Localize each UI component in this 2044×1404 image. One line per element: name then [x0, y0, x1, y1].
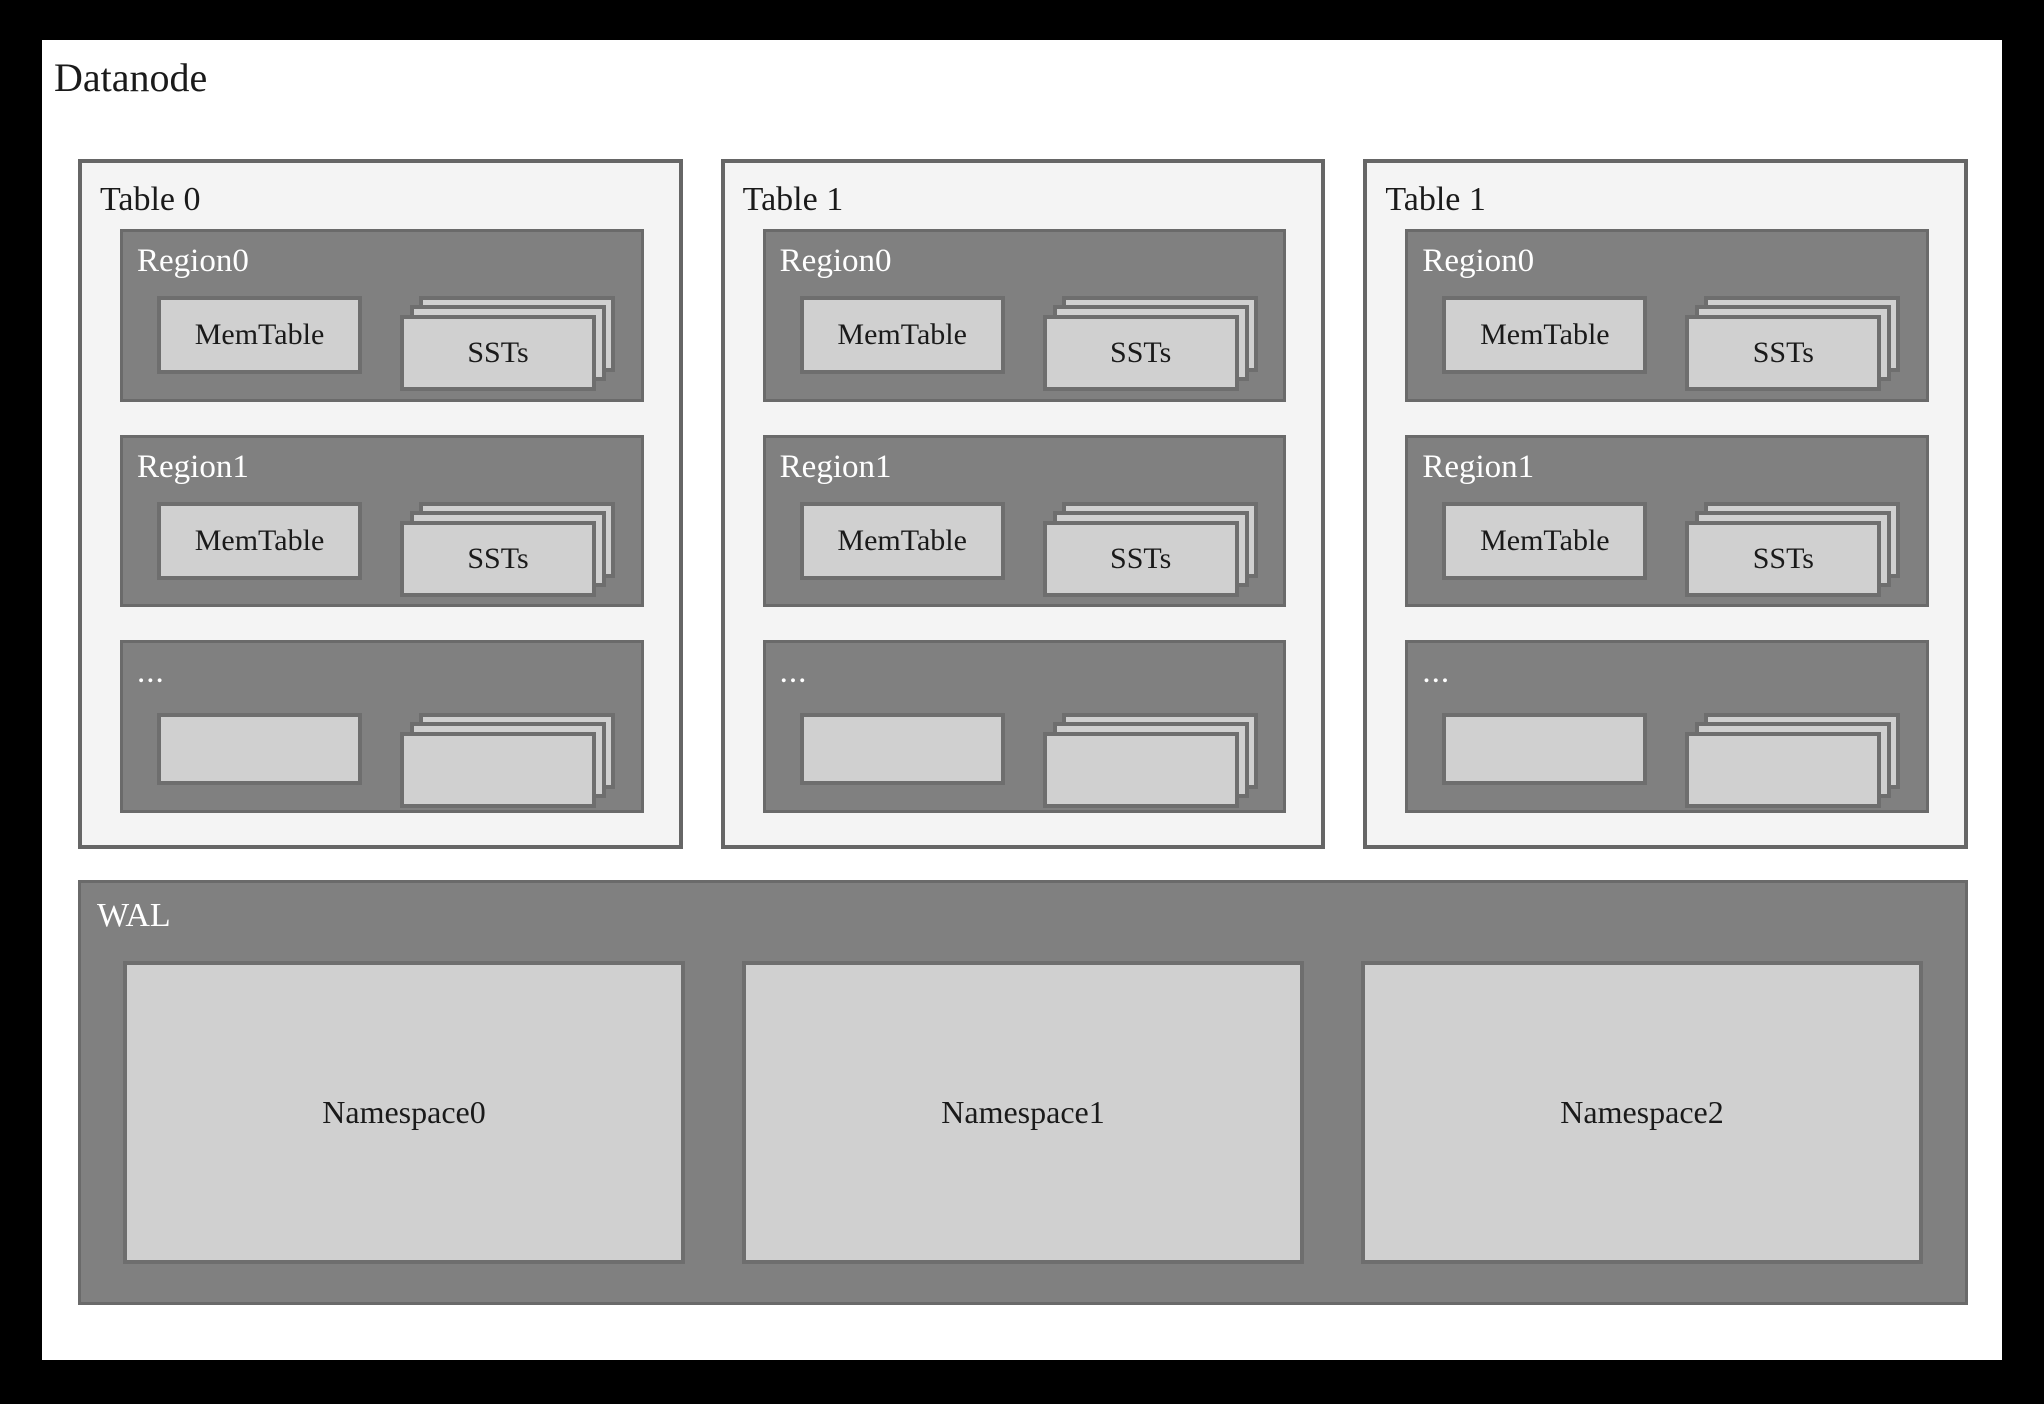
region-more-ellipsis: ...: [1422, 654, 1451, 691]
table-panel-2[interactable]: Table 1 Region0 MemTable SSTs Region1: [1363, 159, 1969, 849]
region-title: Region0: [137, 243, 249, 279]
region-title: Region0: [779, 243, 892, 279]
region-body: MemTable SSTs: [799, 501, 1262, 597]
table-title: Table 0: [100, 181, 201, 218]
memtable-box[interactable]: MemTable: [157, 501, 362, 580]
region-body: MemTable SSTs: [799, 296, 1262, 391]
memtable-box[interactable]: MemTable: [799, 501, 1005, 580]
ssts-sheet-front: SSTs: [1685, 520, 1882, 597]
region-body: [1442, 713, 1904, 809]
region-body: MemTable SSTs: [157, 501, 619, 597]
region-list: Region0 MemTable SSTs Region1 MemTable: [1405, 229, 1930, 814]
region-body: [157, 713, 619, 809]
datanode-title: Datanode: [54, 55, 208, 100]
ssts-stack[interactable]: SSTs: [1042, 296, 1258, 392]
ssts-stack[interactable]: SSTs: [1685, 296, 1901, 392]
region-list: Region0 MemTable SSTs Region1 MemTable: [762, 229, 1287, 814]
ssts-stack-placeholder[interactable]: [1042, 713, 1258, 809]
memtable-box-placeholder[interactable]: [799, 713, 1005, 786]
ssts-stack[interactable]: SSTs: [400, 296, 615, 392]
region-body: MemTable SSTs: [157, 296, 619, 391]
region-more-ellipsis: ...: [779, 654, 808, 691]
namespace-list: Namespace0 Namespace1 Namespace2: [123, 961, 1923, 1264]
datanode-diagram-canvas: Datanode Table 0 Region0 MemTable SSTs: [42, 40, 2002, 1360]
region-block-more[interactable]: ...: [120, 640, 644, 814]
ssts-sheet-front: SSTs: [400, 315, 596, 391]
region-block-0[interactable]: Region0 MemTable SSTs: [120, 229, 644, 402]
ssts-stack[interactable]: SSTs: [1042, 501, 1258, 598]
ssts-stack[interactable]: SSTs: [1685, 501, 1901, 598]
region-body: [799, 713, 1262, 809]
wal-block[interactable]: WAL Namespace0 Namespace1 Namespace2: [78, 880, 1968, 1305]
region-body: MemTable SSTs: [1442, 296, 1904, 391]
region-more-ellipsis: ...: [137, 654, 165, 691]
table-title: Table 1: [742, 181, 844, 218]
memtable-box[interactable]: MemTable: [799, 296, 1005, 374]
region-block-1[interactable]: Region1 MemTable SSTs: [762, 434, 1287, 608]
ssts-sheet-front: SSTs: [1042, 315, 1239, 391]
region-title: Region1: [137, 448, 249, 485]
region-block-1[interactable]: Region1 MemTable SSTs: [120, 434, 644, 608]
region-body: MemTable SSTs: [1442, 501, 1904, 597]
memtable-box[interactable]: MemTable: [1442, 296, 1648, 374]
memtable-box[interactable]: MemTable: [157, 296, 362, 374]
namespace-box-0[interactable]: Namespace0: [123, 961, 685, 1264]
region-title: Region0: [1422, 243, 1535, 279]
wal-title: WAL: [97, 897, 171, 934]
region-title: Region1: [779, 448, 892, 485]
region-block-1[interactable]: Region1 MemTable SSTs: [1405, 434, 1930, 608]
ssts-sheet-front: [1042, 732, 1239, 809]
table-title: Table 1: [1385, 181, 1486, 218]
ssts-stack[interactable]: SSTs: [400, 501, 615, 598]
region-block-0[interactable]: Region0 MemTable SSTs: [1405, 229, 1930, 402]
table-panel-0[interactable]: Table 0 Region0 MemTable SSTs Region1: [78, 159, 683, 849]
region-block-more[interactable]: ...: [762, 640, 1287, 814]
region-title: Region1: [1422, 448, 1535, 485]
ssts-sheet-front: SSTs: [400, 520, 596, 597]
ssts-stack-placeholder[interactable]: [1685, 713, 1901, 809]
memtable-box[interactable]: MemTable: [1442, 501, 1648, 580]
namespace-box-1[interactable]: Namespace1: [742, 961, 1304, 1264]
memtable-box-placeholder[interactable]: [157, 713, 362, 786]
tables-row: Table 0 Region0 MemTable SSTs Region1: [78, 159, 1969, 849]
region-list: Region0 MemTable SSTs Region1 MemTable: [120, 229, 644, 814]
table-panel-1[interactable]: Table 1 Region0 MemTable SSTs Region1: [720, 159, 1326, 849]
region-block-more[interactable]: ...: [1405, 640, 1930, 814]
ssts-sheet-front: SSTs: [1685, 315, 1882, 391]
namespace-box-2[interactable]: Namespace2: [1361, 961, 1923, 1264]
memtable-box-placeholder[interactable]: [1442, 713, 1648, 786]
ssts-stack-placeholder[interactable]: [400, 713, 615, 809]
region-block-0[interactable]: Region0 MemTable SSTs: [762, 229, 1287, 402]
ssts-sheet-front: SSTs: [1042, 520, 1239, 597]
ssts-sheet-front: [400, 732, 596, 809]
ssts-sheet-front: [1685, 732, 1882, 809]
